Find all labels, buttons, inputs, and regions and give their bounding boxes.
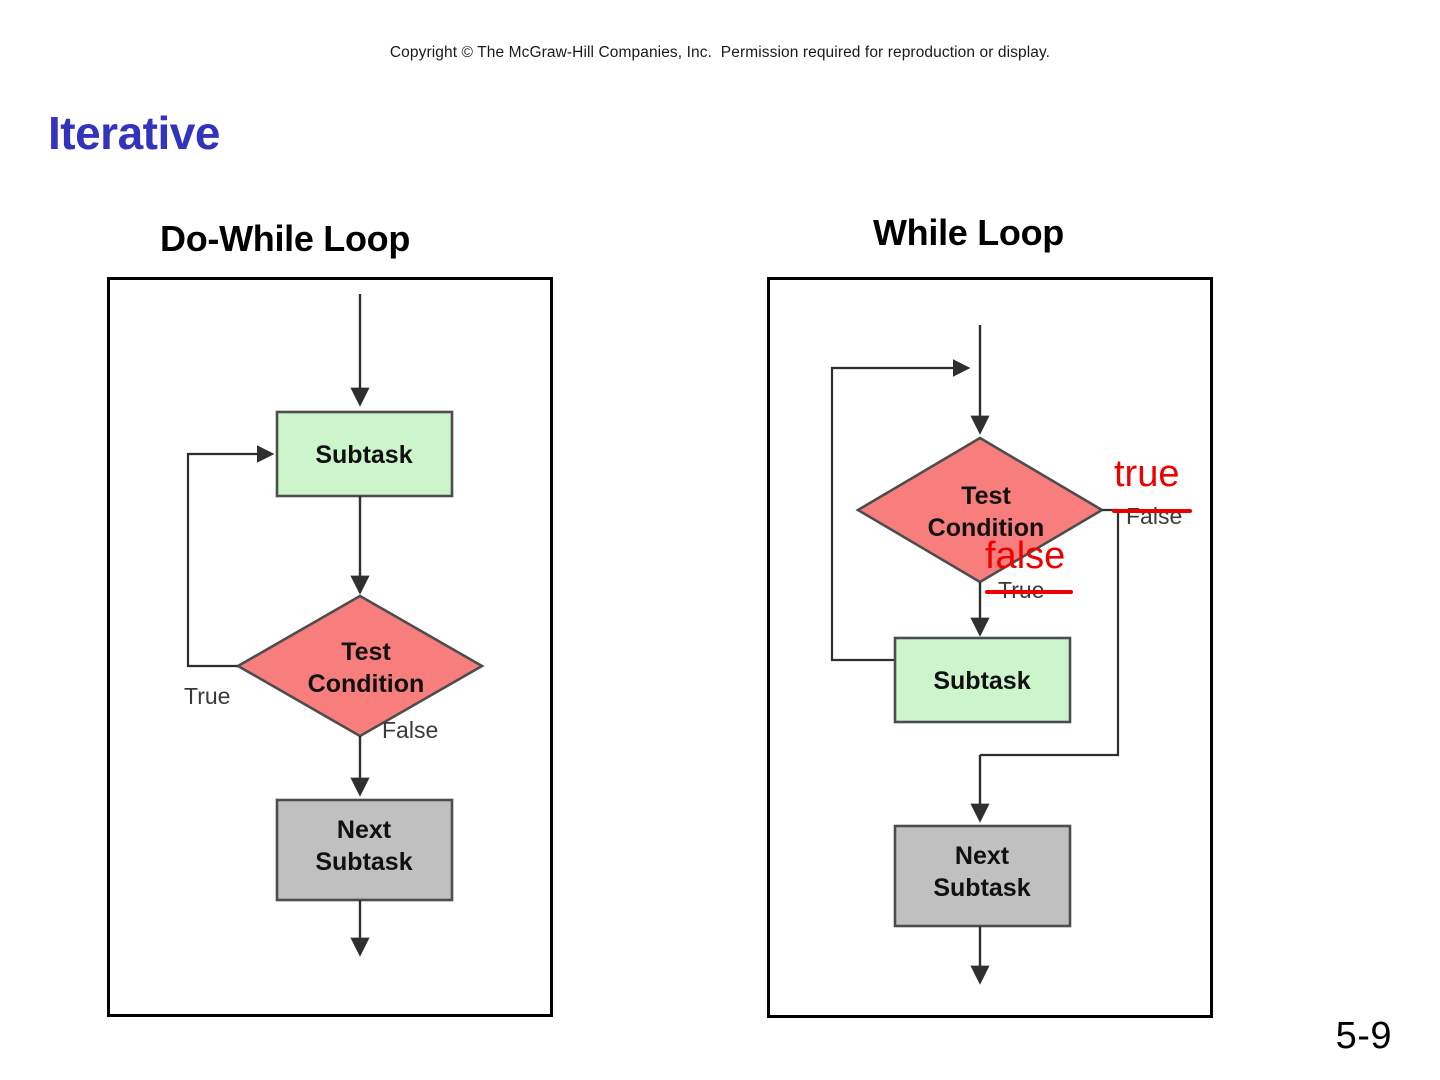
node-subtask-box (275, 410, 454, 498)
node-subtask-box (893, 636, 1072, 724)
node-test-condition-label-line1: Test (341, 638, 391, 666)
node-next-subtask-label-line1: Next (337, 816, 392, 844)
while-flowchart-svg: Test Condition False True Subtask Next S… (830, 325, 1182, 985)
edge-loopback-to-test (830, 359, 971, 662)
node-next-subtask-label-line1: Next (955, 842, 1010, 870)
node-subtask-label: Subtask (315, 441, 412, 469)
page-title: Iterative (48, 107, 220, 159)
while-loop-heading: While Loop (873, 212, 1064, 253)
node-test-condition-label-line2: Condition (308, 670, 425, 698)
node-test-condition-diamond (855, 436, 1105, 584)
node-next-subtask-label-line2: Subtask (315, 848, 412, 876)
node-subtask-label: Subtask (933, 667, 1030, 695)
edge-label-false: False (382, 717, 438, 743)
annotation-true: true (1114, 453, 1180, 495)
node-next-subtask-box (275, 798, 454, 902)
node-test-condition-label-line1: Test (961, 482, 1011, 510)
node-test-condition-diamond (235, 594, 485, 738)
node-next-subtask-label-line2: Subtask (933, 874, 1030, 902)
edge-label-true: True (184, 683, 230, 709)
copyright-notice: Copyright © The McGraw-Hill Companies, I… (389, 44, 1051, 61)
strikethrough-true (985, 590, 1073, 594)
edge-true-loopback (186, 445, 275, 668)
node-test-condition-label-line2: Condition (928, 514, 1045, 542)
node-next-subtask-box (893, 824, 1072, 928)
while-flowchart-panel: Test Condition False True Subtask Next S… (767, 277, 1213, 1018)
edge-label-false-right: False (1126, 503, 1182, 529)
do-while-flowchart-panel: Subtask Test Condition True False Next S… (107, 277, 553, 1017)
page-number: 5-9 (1335, 1015, 1392, 1057)
do-while-loop-heading: Do-While Loop (160, 218, 411, 259)
do-while-flowchart-svg: Subtask Test Condition True False Next S… (184, 294, 485, 957)
strikethrough-false (1112, 509, 1192, 513)
edge-exit-right-branch (980, 508, 1120, 757)
annotation-false: false (985, 535, 1066, 577)
